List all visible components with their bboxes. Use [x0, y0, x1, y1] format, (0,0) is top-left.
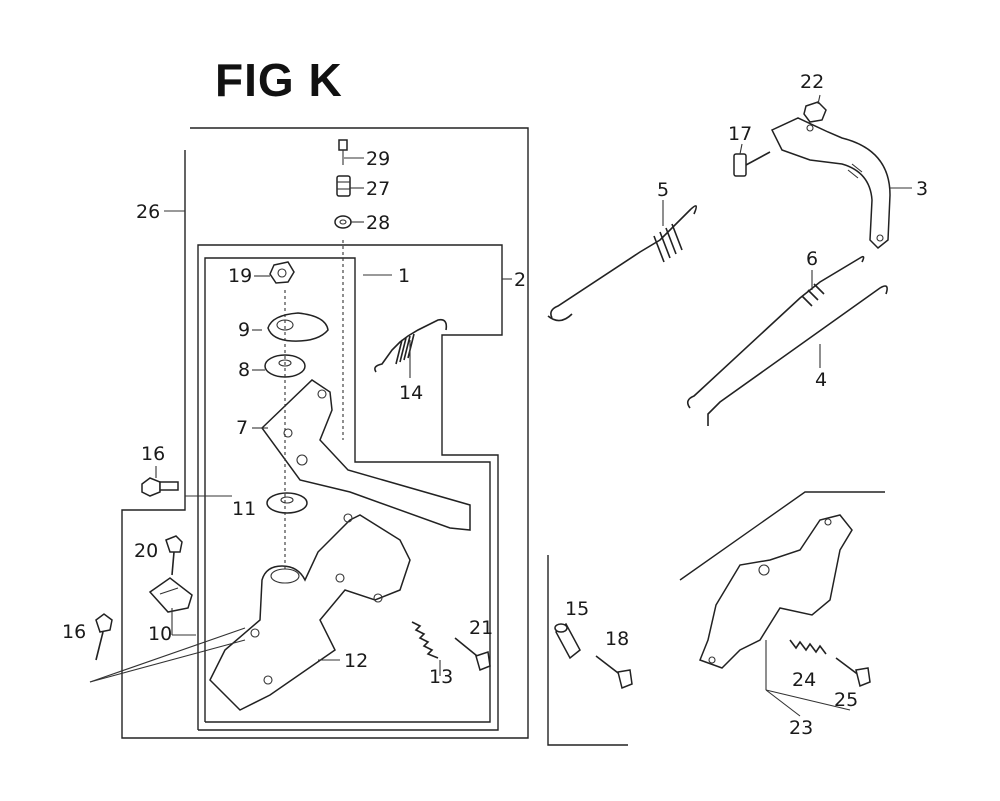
part-label-18: 18	[605, 628, 629, 650]
nut-28	[334, 215, 352, 229]
part-label-3: 3	[916, 178, 928, 200]
return-spring-14	[374, 318, 448, 373]
part-label-27: 27	[366, 178, 390, 200]
spring-24	[789, 639, 827, 655]
spring-13	[411, 621, 439, 659]
control-lever-3	[770, 117, 891, 250]
part-label-25: 25	[834, 689, 858, 711]
part-label-21: 21	[469, 617, 493, 639]
part-label-7: 7	[236, 417, 248, 439]
part-label-29: 29	[366, 148, 390, 170]
part-label-10: 10	[148, 623, 172, 645]
figure-title: FIG K	[215, 54, 343, 106]
part-label-4: 4	[815, 369, 827, 391]
collar-27	[336, 175, 351, 197]
part-label-6: 6	[806, 248, 818, 270]
part-label-24: 24	[792, 669, 816, 691]
part-label-14: 14	[399, 382, 423, 404]
screw-17	[733, 151, 771, 177]
assembly-outline-26	[121, 127, 529, 739]
bolt-18	[595, 655, 633, 690]
part-label-2: 2	[514, 269, 526, 291]
governor-cap	[267, 312, 329, 342]
pin-15	[554, 622, 581, 660]
throttle-rod-5	[547, 205, 698, 322]
part-label-26: 26	[136, 201, 160, 223]
part-label-22: 22	[800, 71, 824, 93]
assembly-outline-23	[679, 491, 885, 581]
part-label-28: 28	[366, 212, 390, 234]
flange-nut	[269, 261, 295, 284]
assembly-outline-2	[197, 244, 503, 731]
governor-arm	[261, 379, 471, 531]
bolt-29	[338, 139, 348, 165]
assembly-outline-1	[204, 257, 491, 723]
nut-22	[803, 101, 827, 123]
assembly-outline-15-18	[547, 555, 628, 746]
screw-21	[454, 637, 491, 672]
part-label-12: 12	[344, 650, 368, 672]
wire-clip-10	[148, 577, 193, 613]
part-label-15: 15	[565, 598, 589, 620]
part-label-16-upper: 16	[141, 443, 165, 465]
part-label-17: 17	[728, 123, 752, 145]
part-label-1: 1	[398, 265, 410, 287]
part-label-5: 5	[657, 179, 669, 201]
part-label-16-lower: 16	[62, 621, 86, 643]
part-label-9: 9	[238, 319, 250, 341]
part-label-11: 11	[232, 498, 256, 520]
screw-25	[835, 657, 871, 688]
part-label-23: 23	[789, 717, 813, 739]
plain-washer-lower	[266, 492, 308, 514]
bolt-16-lower	[95, 613, 113, 661]
leader-lines	[89, 94, 912, 717]
part-label-20: 20	[134, 540, 158, 562]
screw-20	[165, 535, 183, 576]
bolt-16-upper	[141, 477, 179, 497]
part-label-19: 19	[228, 265, 252, 287]
choke-bracket-assembly	[699, 514, 853, 669]
control-base	[209, 513, 411, 711]
governor-rod-4	[707, 285, 888, 426]
governor-spring-6	[686, 255, 865, 409]
part-label-13: 13	[429, 666, 453, 688]
part-label-8: 8	[238, 359, 250, 381]
